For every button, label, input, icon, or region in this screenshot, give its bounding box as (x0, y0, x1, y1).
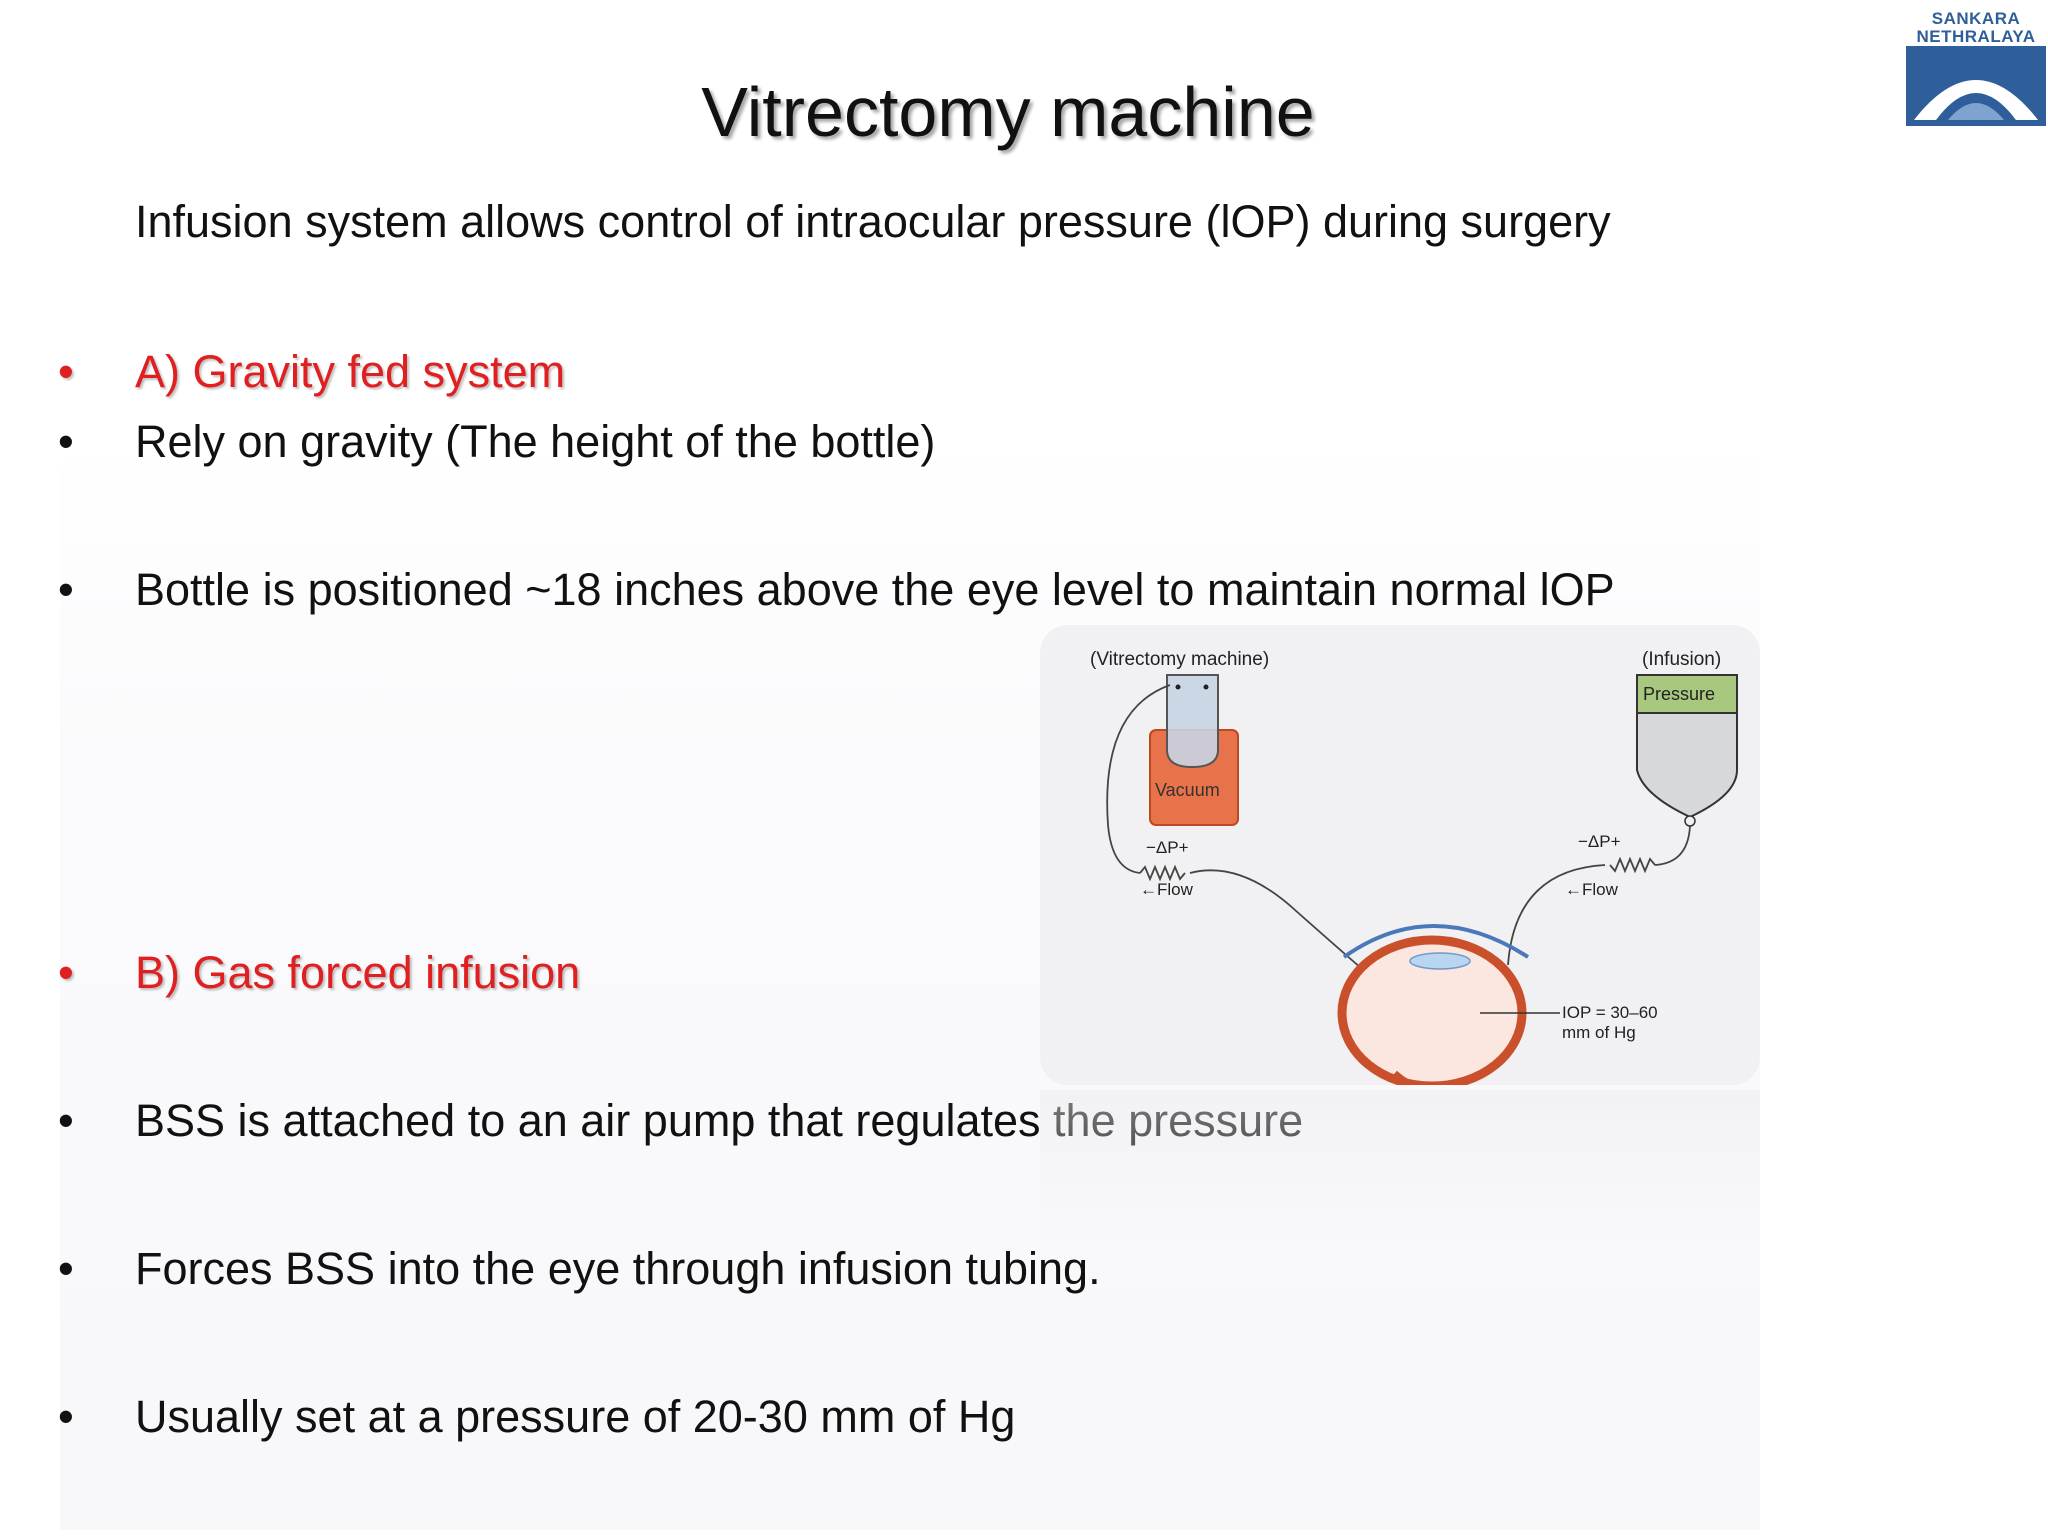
diagram-reflection (1040, 1090, 1760, 1240)
label-infusion: (Infusion) (1642, 649, 1721, 670)
bullet-forces-bss: • Forces BSS into the eye through infusio… (58, 1243, 1101, 1295)
cassette-port (1175, 684, 1181, 690)
bullet-pressure-setting: • Usually set at a pressure of 20-30 mm o… (58, 1391, 1015, 1443)
bullet-gravity-fed-heading: • A) Gravity fed system (58, 346, 565, 398)
label-iop-value: IOP = 30–60 (1562, 1003, 1658, 1022)
bullet-rely-on-gravity: • Rely on gravity (The height of the bott… (58, 416, 935, 468)
bullet-text: Forces BSS into the eye through infusion… (135, 1243, 1101, 1294)
vacuum-cassette (1166, 674, 1219, 769)
bullet-text: B) Gas forced infusion (135, 947, 581, 998)
label-delta-p-left: −ΔP+ (1146, 838, 1189, 857)
label-flow-left: ←Flow (1140, 880, 1194, 899)
intro-text: Infusion system allows control of intrao… (135, 196, 1611, 247)
pressure-box (1636, 674, 1738, 714)
vitrectomy-infusion-diagram: (Vitrectomy machine) (Infusion) Vacuum P… (1040, 625, 1760, 1085)
label-iop-unit: mm of Hg (1562, 1023, 1636, 1042)
infusion-tube (1654, 825, 1691, 866)
optic-nerve (1392, 1070, 1421, 1085)
aspiration-tube (1106, 684, 1171, 874)
bullet-dot: • (58, 416, 74, 467)
bullet-text: A) Gravity fed system (135, 346, 566, 397)
label-flow-right: ←Flow (1565, 880, 1619, 899)
bullet-text: Bottle is positioned ~18 inches above th… (135, 564, 1615, 615)
label-vitrectomy-machine: (Vitrectomy machine) (1090, 649, 1269, 670)
bullet-dot: • (58, 1243, 74, 1294)
label-pressure: Pressure (1643, 684, 1715, 704)
label-delta-p-right: −ΔP+ (1578, 832, 1621, 851)
bullet-text: Usually set at a pressure of 20-30 mm of… (135, 1391, 1016, 1442)
bullet-gas-forced-heading: • B) Gas forced infusion (58, 947, 580, 999)
page-title: Vitrectomy machine (701, 73, 1315, 151)
bullet-text: Rely on gravity (The height of the bottl… (135, 416, 936, 467)
resistor-left (1139, 864, 1186, 882)
bullet-dot: • (58, 947, 74, 998)
cassette-port (1203, 684, 1209, 690)
resistor-right (1609, 856, 1656, 874)
bullet-dot: • (58, 346, 74, 397)
logo-eye-icon (1906, 46, 2046, 126)
bullet-dot: • (58, 564, 74, 615)
bullet-bottle-position: • Bottle is positioned ~18 inches above t… (58, 564, 1615, 616)
bottle-drip (1684, 815, 1696, 827)
bullet-dot: • (58, 1095, 74, 1146)
lens (1409, 952, 1471, 970)
infusion-line-to-eye (1507, 864, 1606, 966)
label-vacuum: Vacuum (1155, 780, 1220, 800)
cornea (1342, 924, 1530, 959)
logo-text: SANKARA NETHRALAYA (1916, 9, 2036, 46)
sankara-nethralaya-logo: SANKARA NETHRALAYA (1904, 0, 2048, 128)
bullet-dot: • (58, 1391, 74, 1442)
